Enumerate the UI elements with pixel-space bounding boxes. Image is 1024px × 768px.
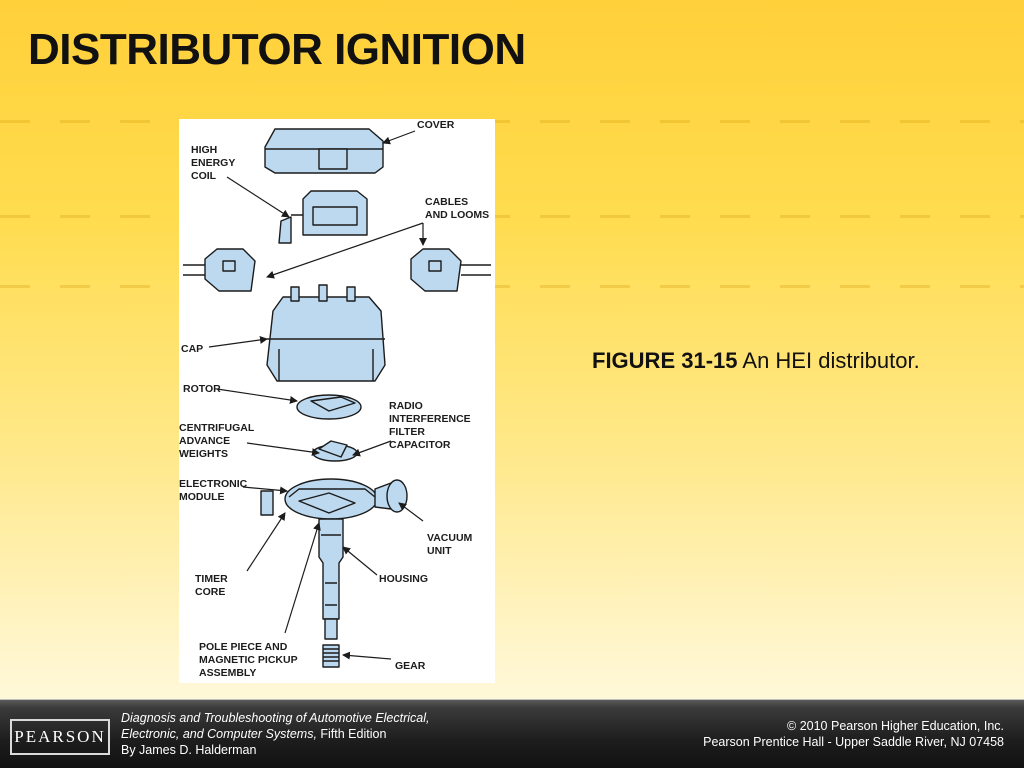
label-pole-1: POLE PIECE AND <box>199 641 288 653</box>
background-stripe <box>0 285 1024 288</box>
label-high-energy-coil-3: COIL <box>191 170 217 182</box>
label-cables-1: CABLES <box>425 196 468 208</box>
distributor-exploded-diagram: COVER HIGH ENERGY COIL CABLES AND LOOMS … <box>179 119 491 679</box>
figure-caption-text: An HEI distributor. <box>737 348 920 373</box>
label-radio-3: FILTER <box>389 426 425 438</box>
copyright-line-1: © 2010 Pearson Higher Education, Inc. <box>787 719 1004 733</box>
book-title-line-2: Electronic, and Computer Systems, <box>121 727 317 741</box>
figure-number: FIGURE 31-15 <box>592 348 738 373</box>
figure-caption: FIGURE 31-15 An HEI distributor. <box>592 348 920 374</box>
label-cables-2: AND LOOMS <box>425 209 489 221</box>
label-centrifugal-1: CENTRIFUGAL <box>179 422 255 434</box>
label-pole-3: ASSEMBLY <box>199 667 256 679</box>
label-vacuum-1: VACUUM <box>427 532 473 544</box>
background-stripe <box>0 215 1024 218</box>
label-cap: CAP <box>181 343 203 355</box>
label-vacuum-2: UNIT <box>427 545 452 557</box>
label-centrifugal-2: ADVANCE <box>179 435 230 447</box>
cap-part <box>266 284 386 382</box>
label-timer-2: CORE <box>195 586 225 598</box>
book-author: By James D. Halderman <box>121 743 257 757</box>
coil-part <box>278 190 368 244</box>
background-stripe <box>0 120 1024 123</box>
figure-hei-distributor: COVER HIGH ENERGY COIL CABLES AND LOOMS … <box>179 119 495 683</box>
label-rotor: ROTOR <box>183 383 221 395</box>
label-gear: GEAR <box>395 660 426 672</box>
housing-shaft-part <box>318 518 344 640</box>
label-high-energy-coil-1: HIGH <box>191 144 217 156</box>
label-radio-2: INTERFERENCE <box>389 413 471 425</box>
cover-part <box>264 128 384 174</box>
leader-arrows <box>208 130 427 660</box>
label-radio-4: CAPACITOR <box>389 439 451 451</box>
label-centrifugal-3: WEIGHTS <box>179 448 228 460</box>
vacuum-unit-part <box>374 479 408 513</box>
label-timer-1: TIMER <box>195 573 228 585</box>
copyright-notice: © 2010 Pearson Higher Education, Inc. Pe… <box>703 718 1004 750</box>
copyright-line-2: Pearson Prentice Hall - Upper Saddle Riv… <box>703 735 1004 749</box>
label-pole-2: MAGNETIC PICKUP <box>199 654 298 666</box>
label-cover: COVER <box>417 119 455 131</box>
footer-divider <box>0 699 1024 700</box>
book-edition: Fifth Edition <box>316 727 387 741</box>
cable-loom-left <box>183 248 256 292</box>
label-radio-1: RADIO <box>389 400 423 412</box>
slide-title: DISTRIBUTOR IGNITION <box>28 25 526 74</box>
electronic-module-part <box>260 490 274 516</box>
label-housing: HOUSING <box>379 573 428 585</box>
centrifugal-weights-part <box>312 440 358 462</box>
label-high-energy-coil-2: ENERGY <box>191 157 235 169</box>
rotor-part <box>296 394 362 420</box>
cable-loom-right <box>410 248 491 292</box>
footer-bar <box>0 700 1024 768</box>
housing-plate-part <box>284 478 378 520</box>
book-title-line-1: Diagnosis and Troubleshooting of Automot… <box>121 711 430 725</box>
label-electronic-module-2: MODULE <box>179 491 225 503</box>
gear-part <box>322 644 340 668</box>
label-electronic-module-1: ELECTRONIC <box>179 478 248 490</box>
book-citation: Diagnosis and Troubleshooting of Automot… <box>121 710 430 758</box>
pearson-logo: PEARSON <box>10 719 110 755</box>
